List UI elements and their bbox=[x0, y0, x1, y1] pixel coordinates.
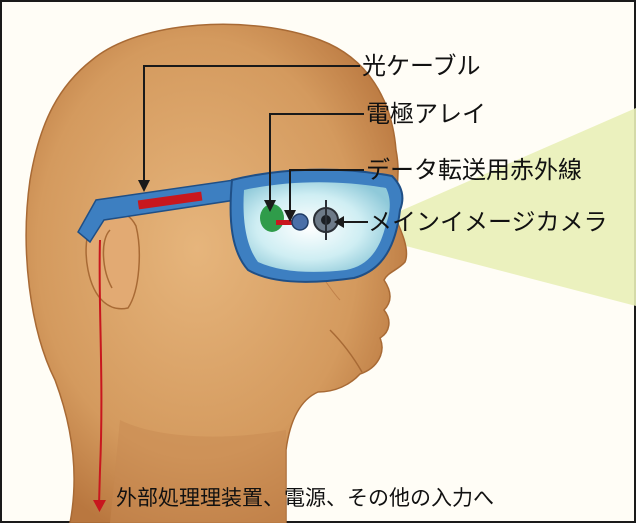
green-chip-icon bbox=[260, 204, 284, 232]
label-ir-data-link: データ転送用赤外線 bbox=[366, 156, 582, 184]
label-main-camera: メインイメージカメラ bbox=[368, 208, 608, 236]
label-external-io: 外部処理理装置、電源、その他の入力へ bbox=[116, 486, 494, 510]
ir-receiver bbox=[292, 214, 308, 230]
label-electrode-array: 電極アレイ bbox=[366, 100, 486, 128]
label-optical-cable: 光ケーブル bbox=[362, 52, 481, 80]
